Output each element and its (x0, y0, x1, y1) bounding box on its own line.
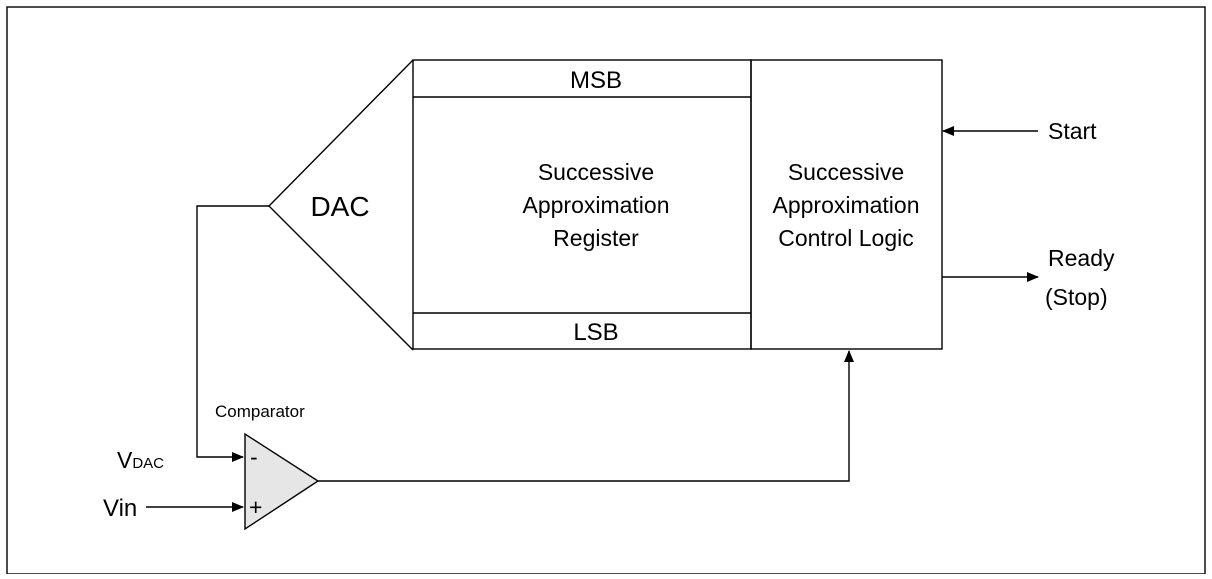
control-label-line-3: Control Logic (778, 225, 914, 251)
comparator-minus-sign: - (250, 444, 258, 470)
vdac-label: VDAC (117, 447, 164, 473)
control-label-line-2: Approximation (772, 192, 919, 218)
register-label-line-3: Register (553, 225, 639, 251)
control-label-line-1: Successive (788, 159, 904, 185)
dac-label: DAC (310, 191, 369, 222)
comparator-label: Comparator (215, 402, 305, 421)
dac-output-wire (196, 205, 269, 462)
stop-label: (Stop) (1045, 284, 1108, 310)
comparator-plus-sign: + (249, 494, 262, 520)
comparator-triangle (244, 432, 320, 531)
start-label: Start (1048, 118, 1097, 144)
register-label-line-2: Approximation (522, 192, 669, 218)
register-label-line-1: Successive (538, 159, 654, 185)
ready-label: Ready (1048, 245, 1115, 271)
control-logic-block (750, 59, 943, 350)
vin-label: Vin (103, 495, 137, 522)
vdac-main: V (117, 447, 133, 473)
vdac-subscript: DAC (132, 455, 164, 472)
lsb-label: LSB (573, 319, 618, 346)
comparator-output-wire (318, 350, 854, 482)
msb-label: MSB (570, 67, 622, 94)
